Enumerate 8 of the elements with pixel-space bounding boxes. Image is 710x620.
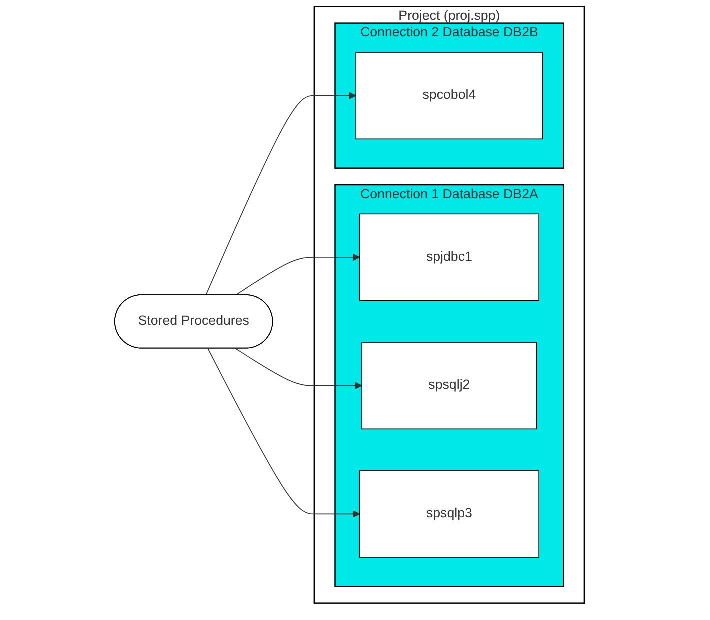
arrow — [208, 348, 360, 518]
arrow — [236, 348, 363, 390]
node-box: spcobol4 — [356, 52, 544, 140]
node-box: spjdbc1 — [360, 214, 540, 302]
node-box: spsqlj2 — [362, 342, 538, 430]
node-box: spsqlp3 — [360, 470, 540, 558]
arrow — [206, 92, 357, 296]
arrow — [236, 254, 360, 296]
